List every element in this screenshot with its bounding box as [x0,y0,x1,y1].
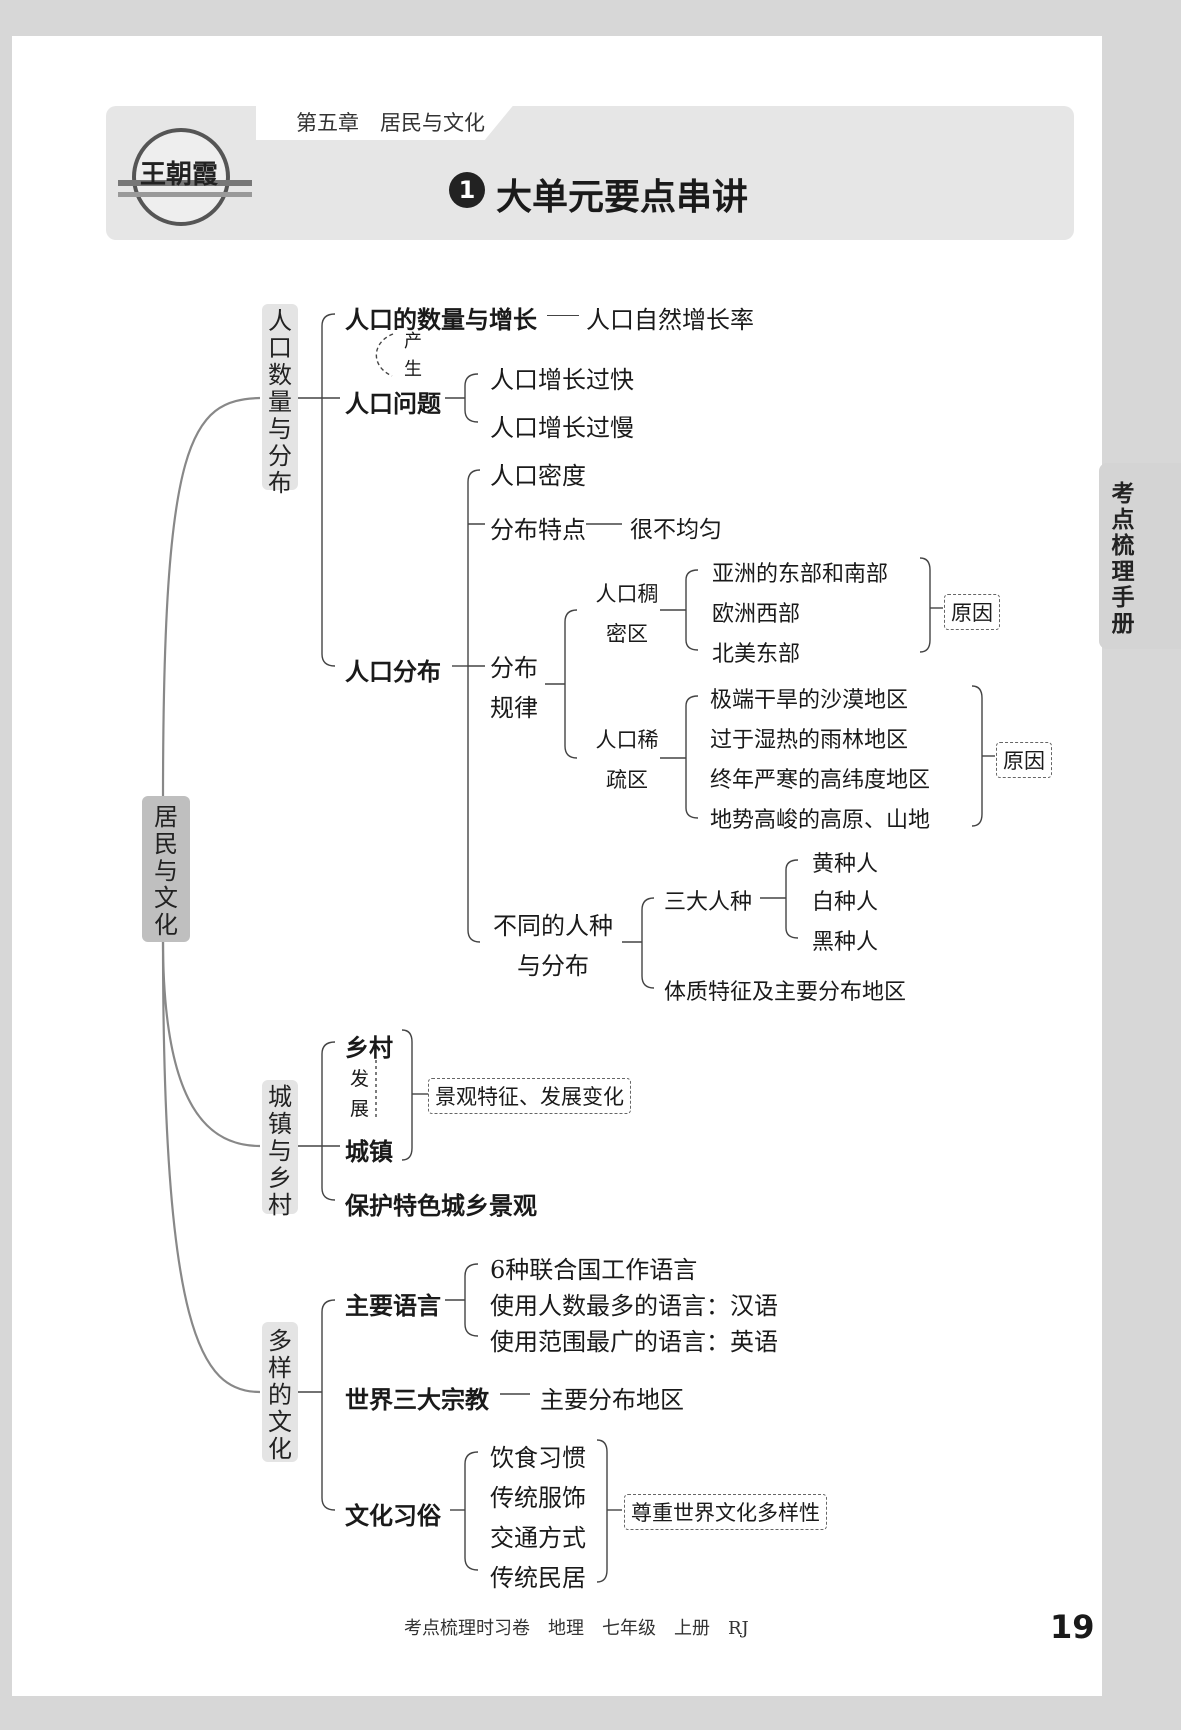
race-features: 体质特征及主要分布地区 [664,980,907,1005]
section-number-badge: 1 [449,172,485,208]
chapter-label: 第五章 居民与文化 [296,111,485,135]
race-yellow: 黄种人 [812,852,879,877]
sparse-item-1: 极端干旱的沙漠地区 [710,688,909,713]
arrow-label-produce: 产生 [404,331,422,380]
footer-text: 考点梳理时习卷 地理 七年级 上册 RJ [404,1618,749,1639]
town-note: 景观特征、发展变化 [428,1078,631,1114]
page-number: 19 [1050,1608,1095,1646]
arrow-label-develop: 发展 [350,1068,370,1120]
dense-item-1: 亚洲的东部和南部 [712,562,889,587]
race-black: 黑种人 [812,930,879,955]
town-label: 城镇 [345,1138,393,1166]
dense-label: 人口稠密区 [595,582,659,646]
sparse-item-4: 地势高峻的高原、山地 [710,808,931,833]
center-node[interactable]: 居民与文化 [142,796,190,942]
growth-detail: 人口自然增长率 [586,306,754,334]
distribution-label: 人口分布 [345,658,441,686]
dense-item-3: 北美东部 [712,642,801,667]
side-tab-label: 考点梳理手册 [1111,481,1135,637]
language-item-1: 6种联合国工作语言 [490,1256,698,1284]
custom-label: 文化习俗 [345,1502,441,1530]
custom-item-1: 饮食习惯 [490,1444,586,1472]
chapter-tab [256,102,516,140]
sparse-item-3: 终年严寒的高纬度地区 [710,768,931,793]
village-label: 乡村 [345,1034,393,1062]
problems-label: 人口问题 [345,390,441,418]
sparse-reason: 原因 [996,742,1052,778]
logo: 王朝霞 [118,120,252,226]
feature-detail: 很不均匀 [630,517,722,543]
sparse-label: 人口稀疏区 [595,728,659,792]
section-number: 1 [458,176,476,204]
language-label: 主要语言 [345,1292,441,1320]
races-label: 不同的人种与分布 [493,912,613,980]
protect-label: 保护特色城乡景观 [345,1192,537,1220]
branch-culture[interactable]: 多样的文化 [262,1322,298,1463]
religion-detail: 主要分布地区 [540,1386,684,1414]
feature-label: 分布特点 [490,516,586,544]
custom-item-2: 传统服饰 [490,1484,586,1512]
sparse-item-2: 过于湿热的雨林地区 [710,728,909,753]
section-title: 大单元要点串讲 [496,177,749,218]
language-item-3: 使用范围最广的语言：英语 [490,1328,778,1356]
problem-item-1: 人口增长过快 [490,366,634,394]
problem-item-2: 人口增长过慢 [490,414,634,442]
density-label: 人口密度 [490,462,586,490]
language-item-2: 使用人数最多的语言：汉语 [490,1292,778,1320]
dense-reason: 原因 [944,594,1000,630]
branch-population[interactable]: 人口数量与分布 [262,304,298,497]
custom-item-4: 传统民居 [490,1564,586,1592]
dash-line [547,315,579,316]
growth-label: 人口的数量与增长 [345,306,537,334]
religion-label: 世界三大宗教 [345,1386,489,1414]
branch-town-village[interactable]: 城镇与乡村 [262,1080,298,1219]
custom-item-3: 交通方式 [490,1524,586,1552]
race-white: 白种人 [812,890,879,915]
side-tab[interactable]: 考点梳理手册 [1099,463,1181,649]
dense-item-2: 欧洲西部 [712,602,801,627]
logo-text: 王朝霞 [140,160,219,190]
custom-note: 尊重世界文化多样性 [624,1494,827,1530]
three-races: 三大人种 [664,890,753,915]
page [12,36,1102,1696]
rule-label: 分布规律 [490,654,538,722]
